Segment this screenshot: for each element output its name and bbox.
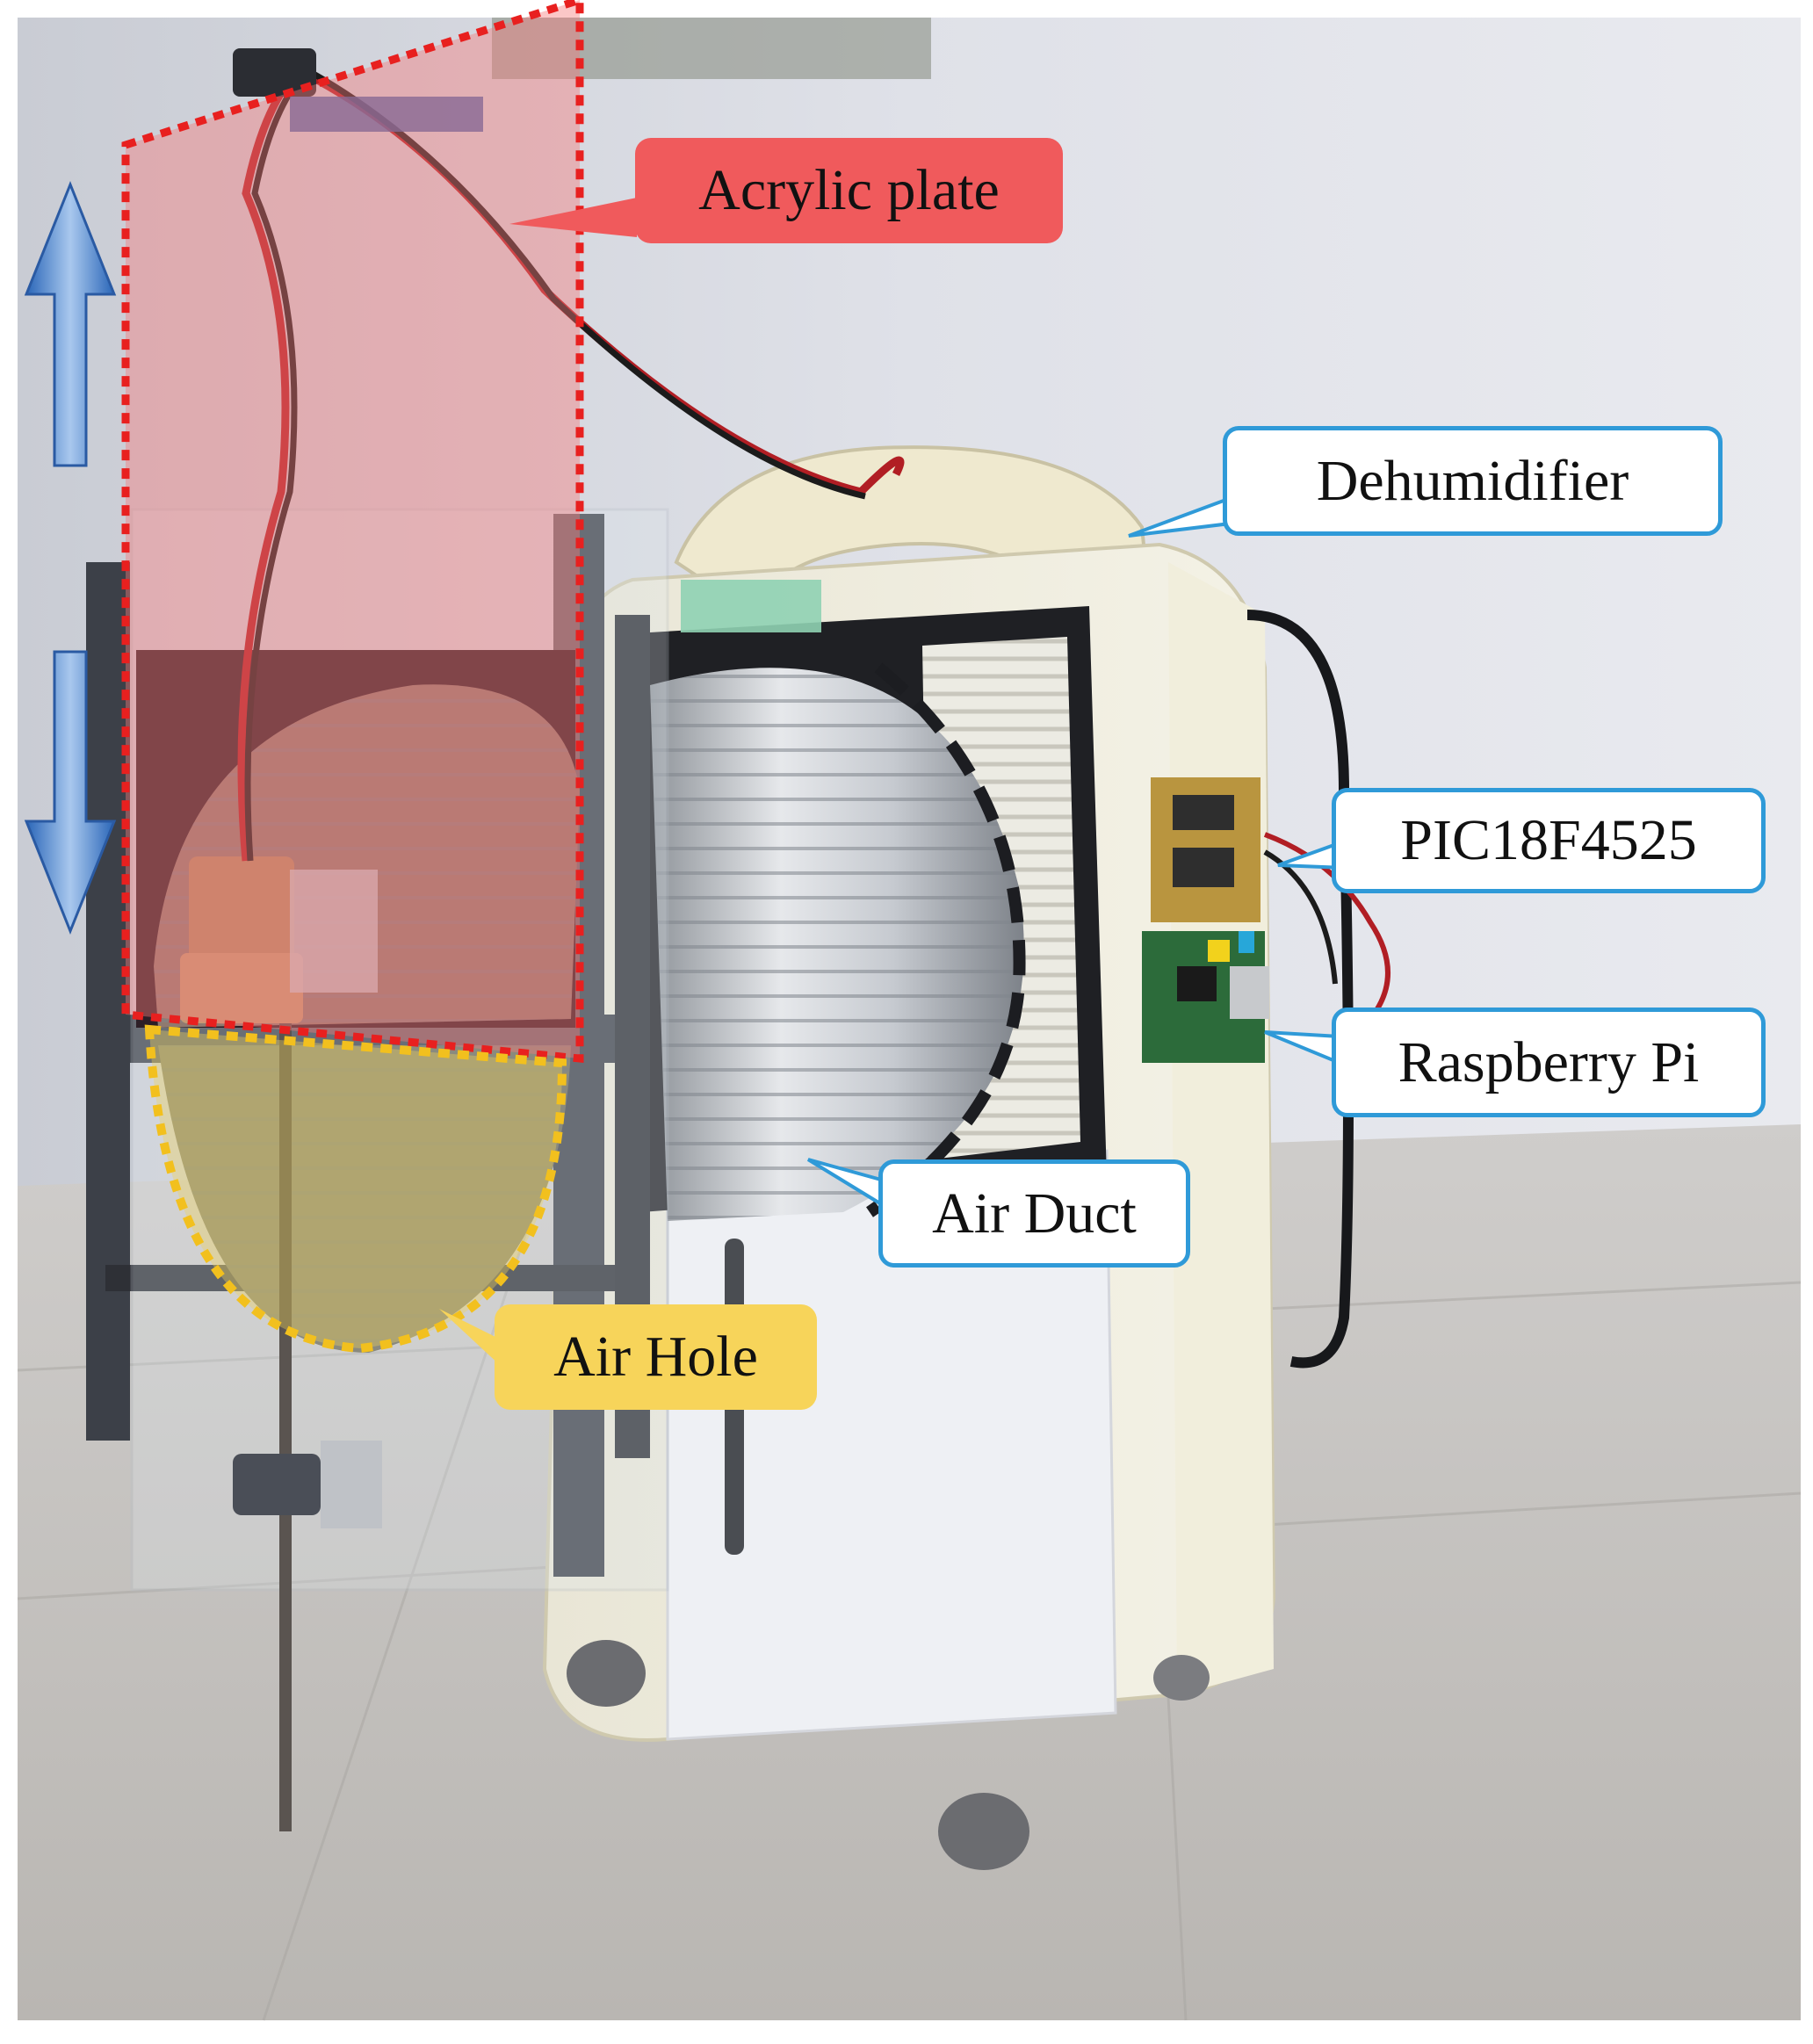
- air-duct-label: Air Duct: [878, 1159, 1190, 1268]
- top-mount: [233, 48, 316, 97]
- raspberry-pi-label: Raspberry Pi: [1332, 1008, 1766, 1117]
- raspberry-pi-board: [1142, 931, 1269, 1063]
- acrylic-plate-label: Acrylic plate: [635, 138, 1063, 243]
- stepper-motor: [180, 856, 382, 1831]
- arrow-down-icon: [24, 650, 117, 935]
- air-hole-pointer: [439, 1309, 501, 1366]
- arrow-up-icon: [24, 180, 117, 467]
- shelf-clutter: [492, 18, 931, 79]
- pic-board: [1151, 777, 1260, 922]
- pic18f4525-label: PIC18F4525: [1332, 788, 1766, 893]
- acrylic-plate-region: [121, 0, 584, 1063]
- dehumidifier-label: Dehumidifier: [1223, 426, 1723, 536]
- air-hole-label: Air Hole: [495, 1304, 817, 1410]
- air-duct: [650, 662, 1026, 1221]
- acrylic-label-pointer: [509, 198, 637, 237]
- air-hole-region: [144, 1024, 567, 1354]
